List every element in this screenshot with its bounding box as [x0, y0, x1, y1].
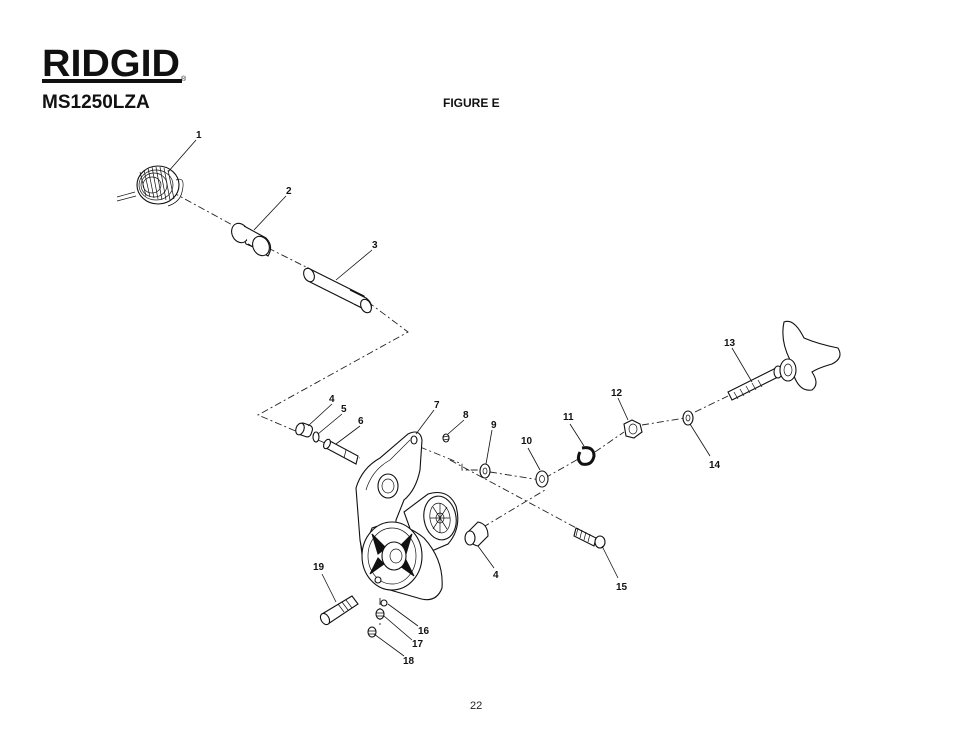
callout-6: 6 [358, 416, 364, 427]
callout-8: 8 [463, 410, 469, 421]
callout-leader-lines [167, 139, 753, 657]
callout-5: 5 [341, 404, 347, 415]
callout-7: 7 [434, 400, 440, 411]
callout-10: 10 [521, 436, 533, 447]
part-14-washer [682, 410, 694, 426]
registered-mark: ® [181, 75, 187, 83]
part-2-bushing [231, 222, 272, 257]
part-17-spring [375, 608, 385, 620]
callout-15: 15 [616, 582, 628, 593]
callout-labels: 1 2 3 4 5 6 7 8 9 10 11 12 13 14 4 15 19… [196, 130, 736, 667]
callout-19: 19 [313, 562, 325, 573]
callout-4-lower: 4 [493, 570, 499, 581]
part-11-spring-ring [576, 446, 596, 466]
callout-13: 13 [724, 338, 736, 349]
part-13-knob [727, 320, 841, 401]
callout-16: 16 [418, 626, 430, 637]
callout-11: 11 [563, 412, 574, 423]
part-8-set-screw [442, 433, 450, 443]
callout-2: 2 [286, 186, 292, 197]
part-3-pivot-shaft [303, 267, 372, 314]
callout-4: 4 [329, 394, 335, 405]
callout-17: 17 [412, 639, 424, 650]
part-19-stop-bolt [319, 595, 359, 626]
callout-1: 1 [196, 130, 202, 141]
part-12-nut [623, 419, 643, 439]
part-4-lower-bushing [464, 521, 489, 547]
part-7-bevel-bracket [355, 431, 459, 601]
callout-14: 14 [709, 460, 721, 471]
part-18-set-screw [367, 626, 377, 638]
logo-text: RIDGID [42, 44, 180, 84]
callout-9: 9 [491, 420, 497, 431]
ridgid-logo: RIDGID ® [42, 44, 187, 84]
part-16-ball [380, 599, 388, 607]
callout-3: 3 [372, 240, 378, 251]
model-number: MS1250LZA [42, 92, 150, 113]
page-number: 22 [470, 700, 483, 712]
part-15-screw [573, 527, 606, 549]
callout-18: 18 [403, 656, 415, 667]
part-4-bushing [295, 422, 314, 438]
part-9-washer [479, 463, 491, 479]
part-6-pin [323, 438, 359, 465]
assembly-axis-lines [171, 191, 729, 628]
callout-12: 12 [611, 388, 623, 399]
part-10-washer [535, 470, 549, 488]
part-1-spring [116, 165, 184, 207]
figure-title: FIGURE E [443, 96, 500, 110]
part-5-ring [312, 431, 320, 443]
